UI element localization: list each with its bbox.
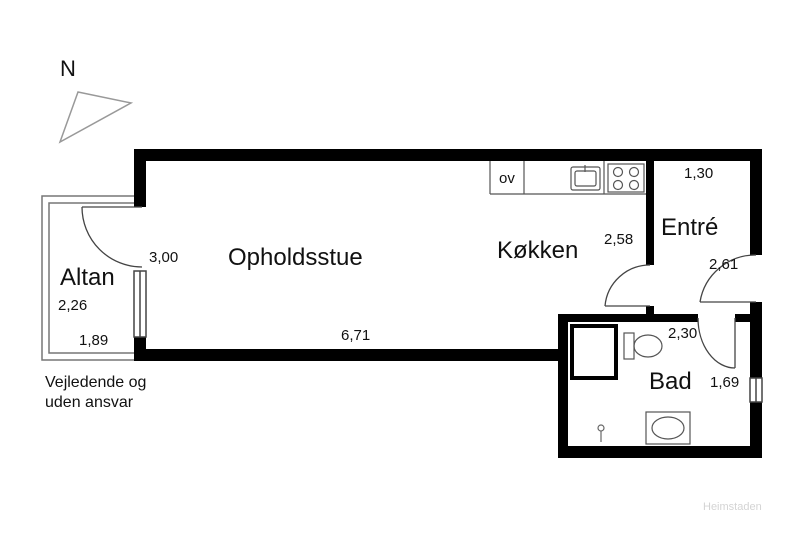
dimension-altan-depth: 2,26 (58, 297, 88, 314)
shaft (570, 324, 618, 380)
room-label-bad: Bad (649, 368, 692, 395)
window (133, 270, 763, 403)
room-label-altan: Altan (60, 264, 115, 291)
dimension-kitchen-depth: 2,58 (604, 231, 634, 248)
dimension-bath-depth: 1,69 (710, 374, 740, 391)
disclaimer-line-1: Vejledende og (45, 374, 147, 391)
dimension-living-length: 6,71 (341, 327, 371, 344)
door-swings (81, 206, 757, 369)
north-arrow-icon (58, 91, 134, 144)
dimension-bath-width: 2,30 (668, 325, 698, 342)
room-label-kokken: Køkken (497, 237, 579, 264)
washbasin-icon (645, 411, 691, 445)
dimension-living-depth: 3,00 (149, 249, 179, 266)
dimension-altan-width: 1,89 (79, 332, 109, 349)
room-label-entre: Entré (661, 214, 719, 241)
walls (134, 149, 762, 458)
dimension-entre-width: 1,30 (684, 165, 714, 182)
hob-icon (607, 163, 645, 193)
floor-drain-icon (597, 424, 605, 442)
sink-icon (570, 165, 601, 191)
dimension-entre-length: 2,61 (709, 256, 739, 273)
room-label-opholdsstue: Opholdsstue (228, 244, 363, 271)
kitchen-counter (489, 161, 646, 195)
toilet-icon (623, 332, 663, 360)
watermark-logo: Heimstaden (703, 501, 762, 513)
disclaimer-line-2: uden ansvar (45, 394, 134, 411)
north-label: N (60, 56, 76, 81)
oven-label: ov (499, 170, 515, 187)
balcony-outline (41, 195, 134, 361)
